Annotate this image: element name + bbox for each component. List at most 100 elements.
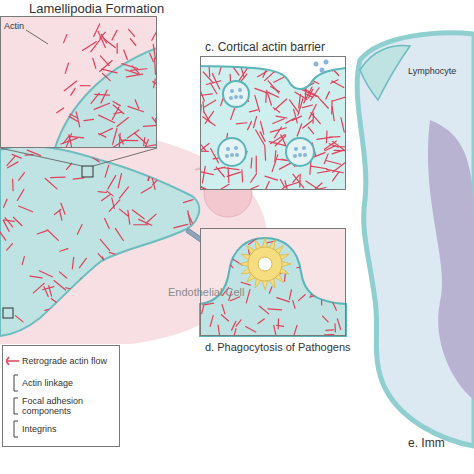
actin-filament	[265, 92, 267, 103]
legend-bracket	[14, 421, 18, 437]
actin-filament	[315, 268, 326, 270]
actin-filament	[76, 327, 85, 329]
actin-filament	[50, 176, 65, 178]
actin-filament	[275, 127, 282, 138]
actin-filament	[219, 271, 222, 281]
actin-filament	[113, 101, 120, 105]
actin-filament	[67, 163, 72, 169]
actin-filament	[309, 104, 316, 118]
legend-sample	[6, 397, 22, 415]
actin-filament	[221, 315, 228, 321]
actin-filament	[3, 220, 9, 231]
actin-filament	[141, 187, 152, 193]
flow-line	[7, 360, 19, 362]
actin-filament	[203, 303, 214, 305]
legend-row: Integrins	[6, 420, 116, 438]
actin-filament	[253, 117, 256, 128]
actin-filament	[0, 229, 6, 240]
actin-filament	[70, 114, 78, 118]
panel-title: Lamellipodia Formation	[29, 1, 164, 16]
actin-filament	[108, 176, 116, 189]
actin-filament	[258, 319, 264, 324]
actin-filament	[138, 159, 146, 168]
actin-filament	[213, 240, 225, 243]
zoom-marker	[3, 308, 13, 318]
actin-filament	[188, 211, 191, 225]
actin-filament	[311, 88, 320, 100]
actin-filament	[133, 210, 145, 219]
actin-filament	[79, 258, 86, 267]
actin-filament	[85, 322, 97, 327]
actin-filament	[337, 319, 340, 330]
actin-filament	[278, 319, 280, 329]
actin-filament	[206, 81, 221, 85]
actin-filament	[109, 200, 120, 212]
actin-filament	[332, 81, 344, 87]
leader-line	[26, 30, 48, 44]
actin-filament	[150, 325, 161, 331]
actin-filament	[280, 179, 285, 187]
actin-filament	[121, 140, 138, 141]
legend-row: Actin linkage	[6, 374, 116, 392]
actin-filament	[162, 158, 168, 164]
actin-filament	[77, 225, 82, 235]
actin-filament	[135, 100, 139, 109]
actin-filament	[224, 259, 233, 268]
actin-filament	[68, 310, 77, 316]
actin-filament	[44, 287, 48, 297]
actin-filament	[319, 250, 323, 257]
actin-filament	[204, 112, 210, 122]
actin-filament	[273, 108, 280, 113]
vesicle	[286, 138, 314, 166]
cargo	[230, 153, 234, 157]
actin-filament	[303, 120, 313, 128]
actin-filament	[59, 272, 66, 278]
pathogen-core	[258, 257, 272, 271]
actin-filament	[22, 257, 24, 265]
actin-filament	[73, 178, 84, 179]
actin-filament	[145, 145, 157, 147]
actin-filament	[298, 295, 305, 301]
actin-filament	[100, 32, 106, 38]
annotation-label: Actin	[4, 21, 24, 31]
actin-filament	[4, 220, 14, 221]
lymphocyte-cell	[357, 33, 474, 446]
contact-zone	[360, 46, 410, 100]
actin-filament	[188, 284, 198, 285]
membrane	[200, 56, 346, 89]
panel-background	[0, 16, 157, 148]
actin-filament	[38, 332, 51, 334]
actin-filament	[331, 300, 336, 310]
actin-filament	[157, 294, 165, 300]
actin-filament	[98, 191, 106, 193]
actin-filament	[101, 90, 107, 103]
actin-filament	[332, 151, 342, 154]
actin-filament	[128, 106, 144, 111]
actin-filament	[153, 44, 155, 59]
legend-sample	[6, 374, 22, 392]
actin-filament	[105, 165, 109, 177]
actin-filament	[119, 187, 128, 198]
actin-filament	[277, 298, 290, 302]
actin-filament	[227, 167, 229, 182]
actin-filament	[310, 293, 323, 298]
actin-filament	[72, 336, 84, 339]
actin-filament	[341, 286, 344, 296]
actin-filament	[180, 269, 190, 274]
actin-filament	[60, 249, 68, 252]
actin-filament	[103, 73, 111, 80]
actin-filament	[326, 160, 340, 164]
actin-filament	[91, 38, 102, 52]
actin-filament	[289, 290, 291, 300]
actin-filament	[202, 306, 204, 313]
panel-box: c. Cortical actin barrier	[200, 56, 346, 190]
actin-filament	[246, 327, 256, 333]
vesicle	[218, 138, 246, 166]
actin-filament	[60, 336, 72, 340]
actin-filament	[105, 218, 110, 228]
zoom-marker	[82, 166, 93, 177]
actin-filament	[311, 166, 327, 169]
flow-head	[6, 357, 9, 365]
cargo	[230, 89, 234, 93]
actin-filament	[187, 320, 190, 328]
